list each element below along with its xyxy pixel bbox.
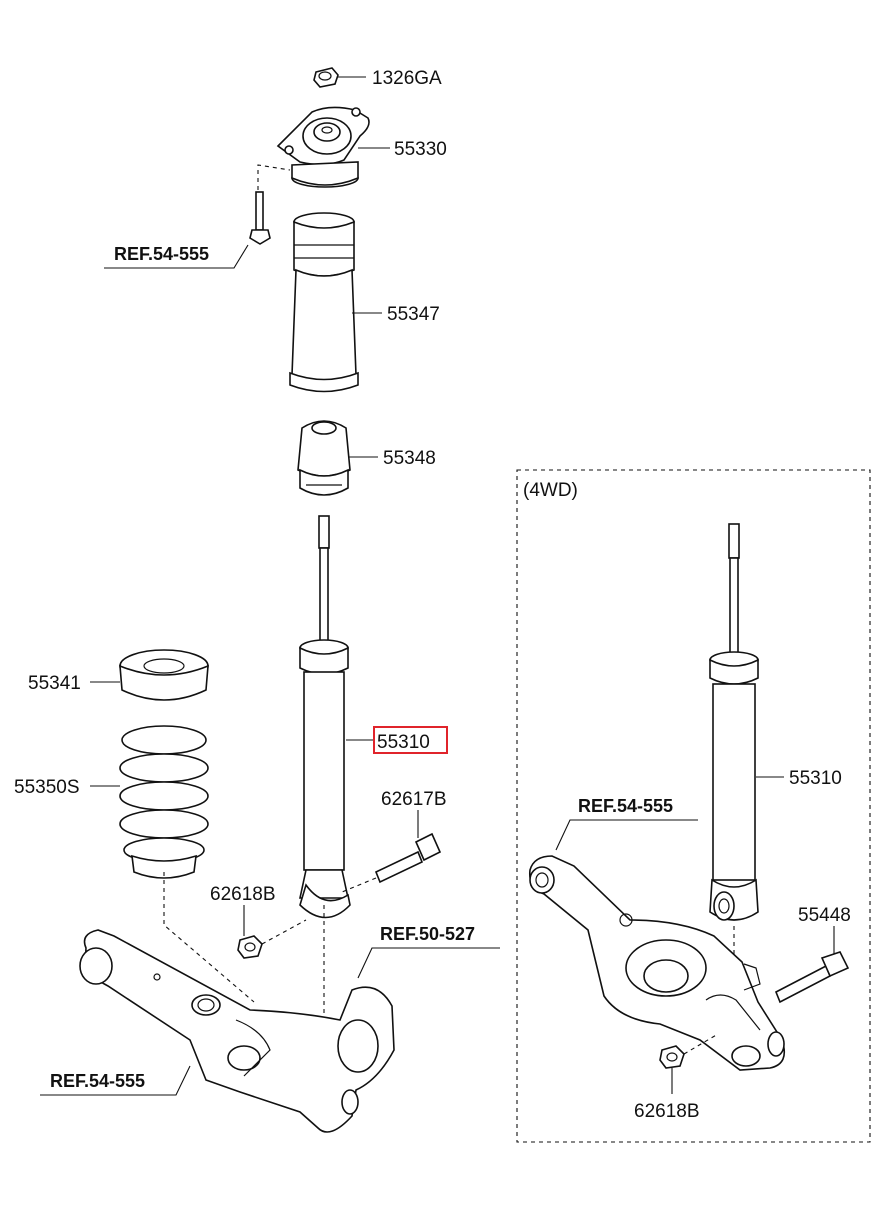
bolt-55448 xyxy=(774,951,850,1004)
shock-absorber-4wd-55310 xyxy=(709,523,759,921)
ref-54-555-bottom[interactable]: REF.54-555 xyxy=(50,1071,145,1091)
label-55448[interactable]: 55448 xyxy=(798,905,851,926)
label-55310[interactable]: 55310 xyxy=(377,732,430,753)
ref-54-555-4wd[interactable]: REF.54-555 xyxy=(578,796,673,816)
ref-54-555-top[interactable]: REF.54-555 xyxy=(114,244,209,264)
bolt-62617b xyxy=(374,832,442,884)
mount-bolt xyxy=(249,191,271,245)
label-55348[interactable]: 55348 xyxy=(383,448,436,469)
box-4wd-title: (4WD) xyxy=(523,480,578,501)
nut-1326ga xyxy=(313,67,339,88)
bump-stopper-55348 xyxy=(297,420,351,496)
highlight-box-55310 xyxy=(373,726,448,754)
coil-spring-55350s xyxy=(119,725,209,879)
label-55341[interactable]: 55341 xyxy=(28,673,81,694)
lower-arm-2wd xyxy=(79,929,395,1133)
label-55347[interactable]: 55347 xyxy=(387,304,440,325)
box-4wd xyxy=(516,469,871,1143)
label-55350s[interactable]: 55350S xyxy=(14,777,80,798)
dust-cover-55347 xyxy=(289,212,359,393)
label-62618b-4wd[interactable]: 62618B xyxy=(634,1101,700,1122)
label-55330[interactable]: 55330 xyxy=(394,139,447,160)
nut-62618b-4wd xyxy=(659,1045,685,1069)
upper-mount-55330 xyxy=(276,106,370,188)
label-55310-4wd[interactable]: 55310 xyxy=(789,768,842,789)
label-1326ga[interactable]: 1326GA xyxy=(372,68,442,89)
nut-62618b xyxy=(237,935,263,959)
label-62618b[interactable]: 62618B xyxy=(210,884,276,905)
shock-absorber-55310 xyxy=(299,515,351,919)
ref-50-527[interactable]: REF.50-527 xyxy=(380,924,475,944)
label-62617b[interactable]: 62617B xyxy=(381,789,447,810)
lower-arm-4wd xyxy=(528,855,786,1071)
spring-pad-55341 xyxy=(119,649,209,701)
